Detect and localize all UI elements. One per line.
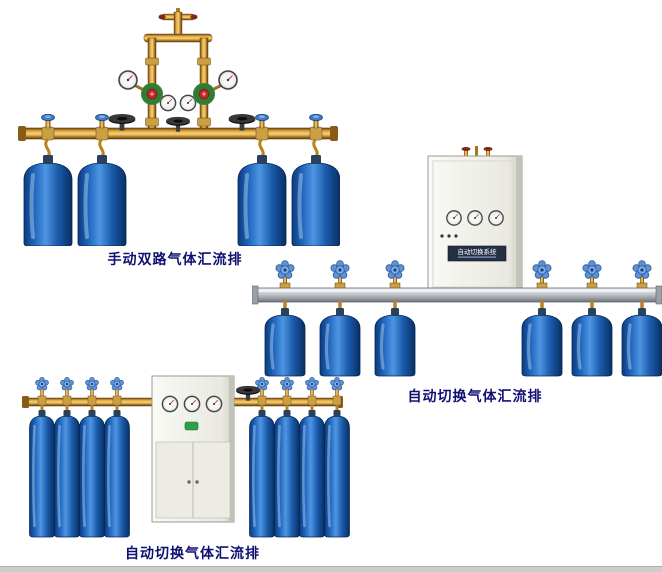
cylinder-valve-handle [41, 113, 55, 129]
product-label-auto-switch-bottom: 自动切换气体汇流排 [125, 545, 260, 561]
product-label-auto-switch-right: 自动切换气体汇流排 [407, 388, 543, 404]
gas-cylinder [103, 408, 131, 539]
pressure-gauge [161, 395, 179, 413]
product-manual-dual-manifold: 手动双路气体汇流排 [10, 6, 340, 269]
pressure-gauge [446, 210, 462, 226]
cylinder-valve-handle [305, 376, 319, 391]
manifold-risers [275, 260, 652, 292]
cabinet-plate-text: 自动切换系统 [458, 247, 498, 256]
gas-cylinder [520, 306, 564, 378]
cylinder-valve-handle [275, 260, 295, 279]
cylinder-valve-handle [385, 260, 405, 279]
gas-cylinder [53, 408, 81, 539]
regulator-body [193, 83, 215, 105]
auto-switch-manifold-bottom-illustration [22, 375, 350, 539]
gas-cylinder [78, 408, 106, 539]
cylinder-valve-handle [330, 376, 344, 391]
pressure-gauge [183, 395, 201, 413]
door-knob [195, 480, 199, 484]
gas-cylinder [570, 306, 614, 378]
cylinder-valve-handle [60, 376, 74, 391]
auto-switch-manifold-illustration: 自动切换系统 [252, 146, 662, 378]
green-indicator [184, 421, 199, 431]
cylinder-valve-handle [532, 260, 552, 279]
pressure-regulator-right [179, 70, 238, 112]
manifold-pipe [18, 126, 338, 141]
pressure-regulator-left [118, 70, 177, 112]
cylinder-valve-handle [255, 113, 269, 129]
pressure-gauge [118, 70, 138, 90]
gas-cylinder [373, 306, 417, 378]
pressure-gauge [467, 210, 483, 226]
cylinder-valve-handle [330, 260, 350, 279]
pressure-gauge [159, 94, 177, 112]
gas-cylinder [22, 153, 74, 246]
cylinder-valve-handle [632, 260, 652, 279]
product-auto-switch-manifold-right: 自动切换系统 [252, 146, 662, 406]
top-inlet-fitting [158, 8, 198, 39]
control-cabinet [151, 375, 235, 523]
cylinder-valve-handle [95, 113, 109, 129]
regulator-body [141, 83, 163, 105]
gas-cylinder [28, 408, 56, 539]
gas-cylinder [318, 306, 362, 378]
cylinder-valve-handle [110, 376, 124, 391]
gas-cylinder [263, 306, 307, 378]
control-cabinet: 自动切换系统 [427, 146, 523, 293]
gas-cylinder [620, 306, 662, 378]
pressure-gauge [179, 94, 197, 112]
gas-cylinder [248, 408, 276, 539]
door-knob [187, 480, 191, 484]
product-auto-switch-manifold-bottom: 自动切换气体汇流排 [15, 368, 350, 563]
gas-cylinder [76, 153, 128, 246]
cylinder-valve-handle [582, 260, 602, 279]
cylinder-valve-handle [85, 376, 99, 391]
product-label-manual-dual: 手动双路气体汇流排 [107, 251, 243, 267]
bottom-edge-strip [0, 566, 662, 572]
pressure-gauge [218, 70, 238, 90]
pigtail-hoses [44, 137, 319, 158]
manual-dual-manifold-illustration [18, 8, 340, 246]
pressure-gauge [205, 395, 223, 413]
manifold-rail [252, 285, 662, 305]
cabinet-nameplate: 自动切换系统 [447, 245, 507, 262]
cylinder-valve-handle [309, 113, 323, 129]
cylinder-valve-handle [280, 376, 294, 391]
cylinder-valve-handle [35, 376, 49, 391]
gas-cylinder [298, 408, 326, 539]
pressure-gauge [488, 210, 504, 226]
gas-cylinder [273, 408, 301, 539]
gas-cylinder [323, 408, 350, 539]
